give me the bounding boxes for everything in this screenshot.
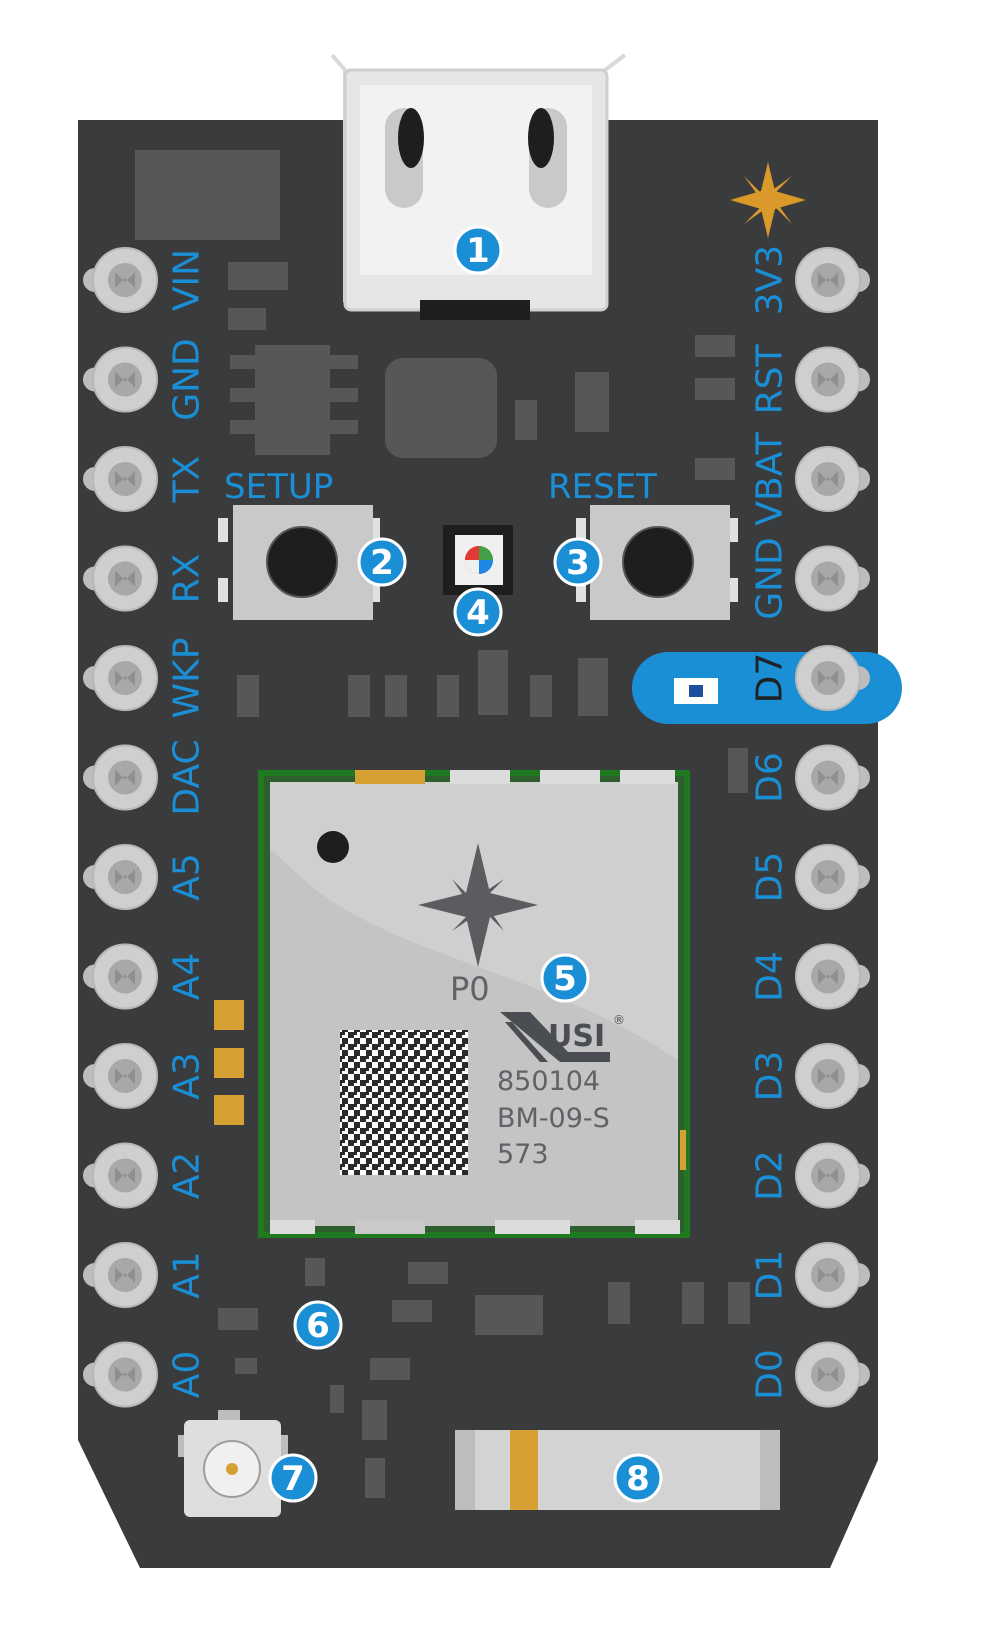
callout-7: 7: [270, 1455, 316, 1501]
right-pin-label: 3V3: [750, 245, 791, 315]
usb-connector: [332, 55, 625, 320]
module-line-1: 850104: [497, 1066, 600, 1097]
module-line-2: BM-09-S: [497, 1103, 610, 1134]
rgb-led-icon: [443, 525, 513, 595]
right-pin-label: D6: [750, 752, 791, 803]
svg-text:8: 8: [626, 1459, 650, 1499]
callout-8: 8: [615, 1455, 661, 1501]
right-pin-label: D3: [750, 1051, 791, 1102]
right-pin-label: D2: [750, 1150, 791, 1201]
callout-3: 3: [555, 539, 601, 585]
callout-1: 1: [455, 227, 501, 273]
left-pin-label: WKP: [167, 638, 208, 719]
svg-text:6: 6: [306, 1306, 330, 1346]
left-pin-label: A0: [167, 1351, 208, 1399]
right-pin-label: D1: [750, 1250, 791, 1301]
setup-label: SETUP: [224, 467, 333, 507]
callout-6: 6: [295, 1302, 341, 1348]
callout-5: 5: [542, 955, 588, 1001]
right-pin-label: D7: [750, 653, 791, 704]
svg-text:1: 1: [466, 231, 490, 271]
callout-2: 2: [359, 539, 405, 585]
left-pin-label: DAC: [167, 739, 208, 815]
antenna-connector: [178, 1410, 288, 1517]
right-pin-label: VBAT: [750, 431, 791, 525]
left-pin-label: A4: [167, 953, 208, 1001]
svg-text:5: 5: [553, 959, 577, 999]
module-name: P0: [450, 970, 490, 1008]
left-pin-label: VIN: [167, 249, 208, 311]
left-pin-label: TX: [167, 456, 208, 504]
left-pin-label: RX: [167, 554, 208, 604]
setup-button[interactable]: [218, 505, 380, 620]
wifi-module: P0 850104 BM-09-S 573: [258, 770, 690, 1238]
right-pin-label: D0: [750, 1349, 791, 1400]
svg-text:2: 2: [370, 543, 394, 583]
brand-label: USI: [548, 1019, 605, 1054]
registered-mark: ®: [613, 1013, 625, 1027]
gold-pads: [214, 1000, 244, 1125]
reset-label: RESET: [548, 467, 657, 507]
svg-text:3: 3: [566, 543, 590, 583]
right-pin-label: RST: [750, 344, 791, 415]
right-pin-label: D4: [750, 951, 791, 1002]
svg-text:7: 7: [281, 1459, 305, 1499]
left-pin-label: A2: [167, 1152, 208, 1200]
left-pin-label: A3: [167, 1052, 208, 1100]
left-pin-label: GND: [167, 338, 208, 421]
callout-4: 4: [455, 589, 501, 635]
svg-text:4: 4: [466, 593, 490, 633]
right-pin-label: D5: [750, 852, 791, 903]
module-line-3: 573: [497, 1139, 549, 1170]
right-pin-label: GND: [750, 537, 791, 620]
left-pin-label: A5: [167, 853, 208, 901]
left-pin-label: A1: [167, 1251, 208, 1299]
